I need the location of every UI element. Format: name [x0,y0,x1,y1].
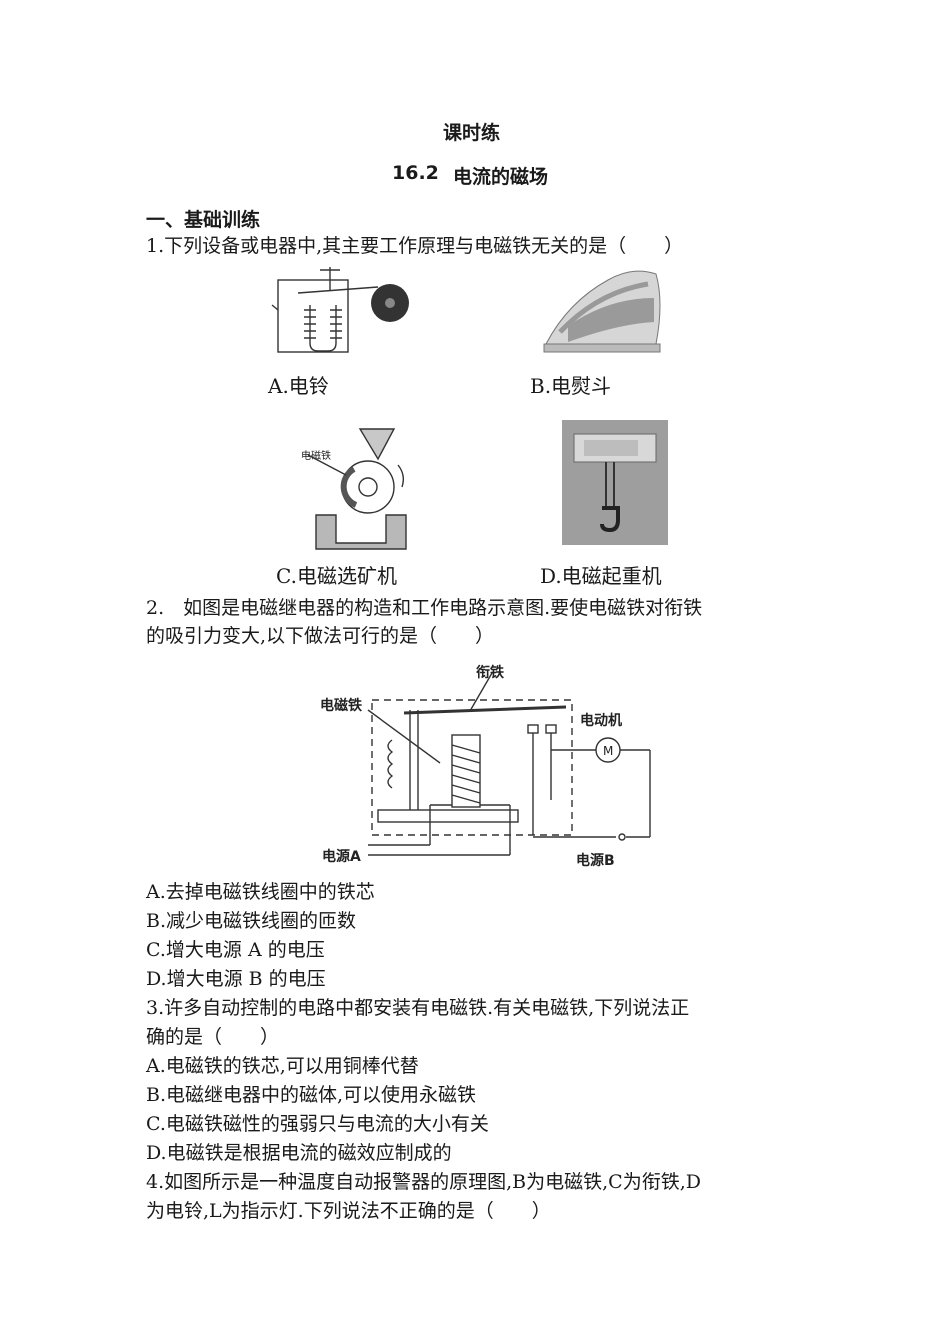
question-3-line2: 确的是（ ） [146,1026,280,1048]
question-4-line2: 为电铃,L为指示灯.下列说法不正确的是（ ） [146,1200,551,1222]
q3-option-d: D.电磁铁是根据电流的磁效应制成的 [146,1142,452,1164]
q3-option-b: B.电磁继电器中的磁体,可以使用永磁铁 [146,1084,477,1106]
armature-label: 衔铁 [476,664,504,681]
power-a-label: 电源A [322,848,361,865]
relay-circuit-figure: M 衔铁 电磁铁 电动机 电源A 电源B [320,664,651,869]
q3-option-a: A.电磁铁的铁芯,可以用铜棒代替 [146,1055,419,1077]
question-2-line2: 的吸引力变大,以下做法可行的是（ ） [146,625,495,647]
lesson-title: 电流的磁场 [453,166,549,188]
question-3-line1: 3.许多自动控制的电路中都安装有电磁铁.有关电磁铁,下列说法正 [146,997,690,1019]
question-1-text: 1.下列设备或电器中,其主要工作原理与电磁铁无关的是（ ） [146,235,684,257]
electromagnetic-crane-figure [562,420,668,545]
q2-option-c: C.增大电源 A 的电压 [146,939,325,961]
q1-figure-label: 电磁铁 [301,449,331,462]
ore-separator-figure: 电磁铁 [301,428,407,550]
question-2-line1: 2. 如图是电磁继电器的构造和工作电路示意图.要使电磁铁对衔铁 [146,597,703,619]
q2-option-a: A.去掉电磁铁线圈中的铁芯 [146,881,375,903]
electromagnet-label: 电磁铁 [320,697,362,714]
q1-option-c: C.电磁选矿机 [276,564,397,588]
lesson-number: 16.2 [392,162,439,184]
motor-symbol: M [603,744,613,758]
electric-iron-figure [543,270,661,353]
q1-option-d: D.电磁起重机 [540,564,662,588]
q3-option-c: C.电磁铁磁性的强弱只与电流的大小有关 [146,1113,489,1135]
q1-option-a: A.电铃 [268,374,329,398]
power-b-label: 电源B [576,852,615,869]
motor-label: 电动机 [580,712,622,729]
q1-option-b: B.电熨斗 [530,374,612,398]
page-title: 课时练 [443,122,501,144]
q2-option-b: B.减少电磁铁线圈的匝数 [146,910,357,932]
section-heading: 一、基础训练 [146,209,261,231]
q2-option-d: D.增大电源 B 的电压 [146,968,326,990]
electric-bell-figure [271,267,409,353]
question-4-line1: 4.如图所示是一种温度自动报警器的原理图,B为电磁铁,C为衔铁,D [146,1171,701,1193]
